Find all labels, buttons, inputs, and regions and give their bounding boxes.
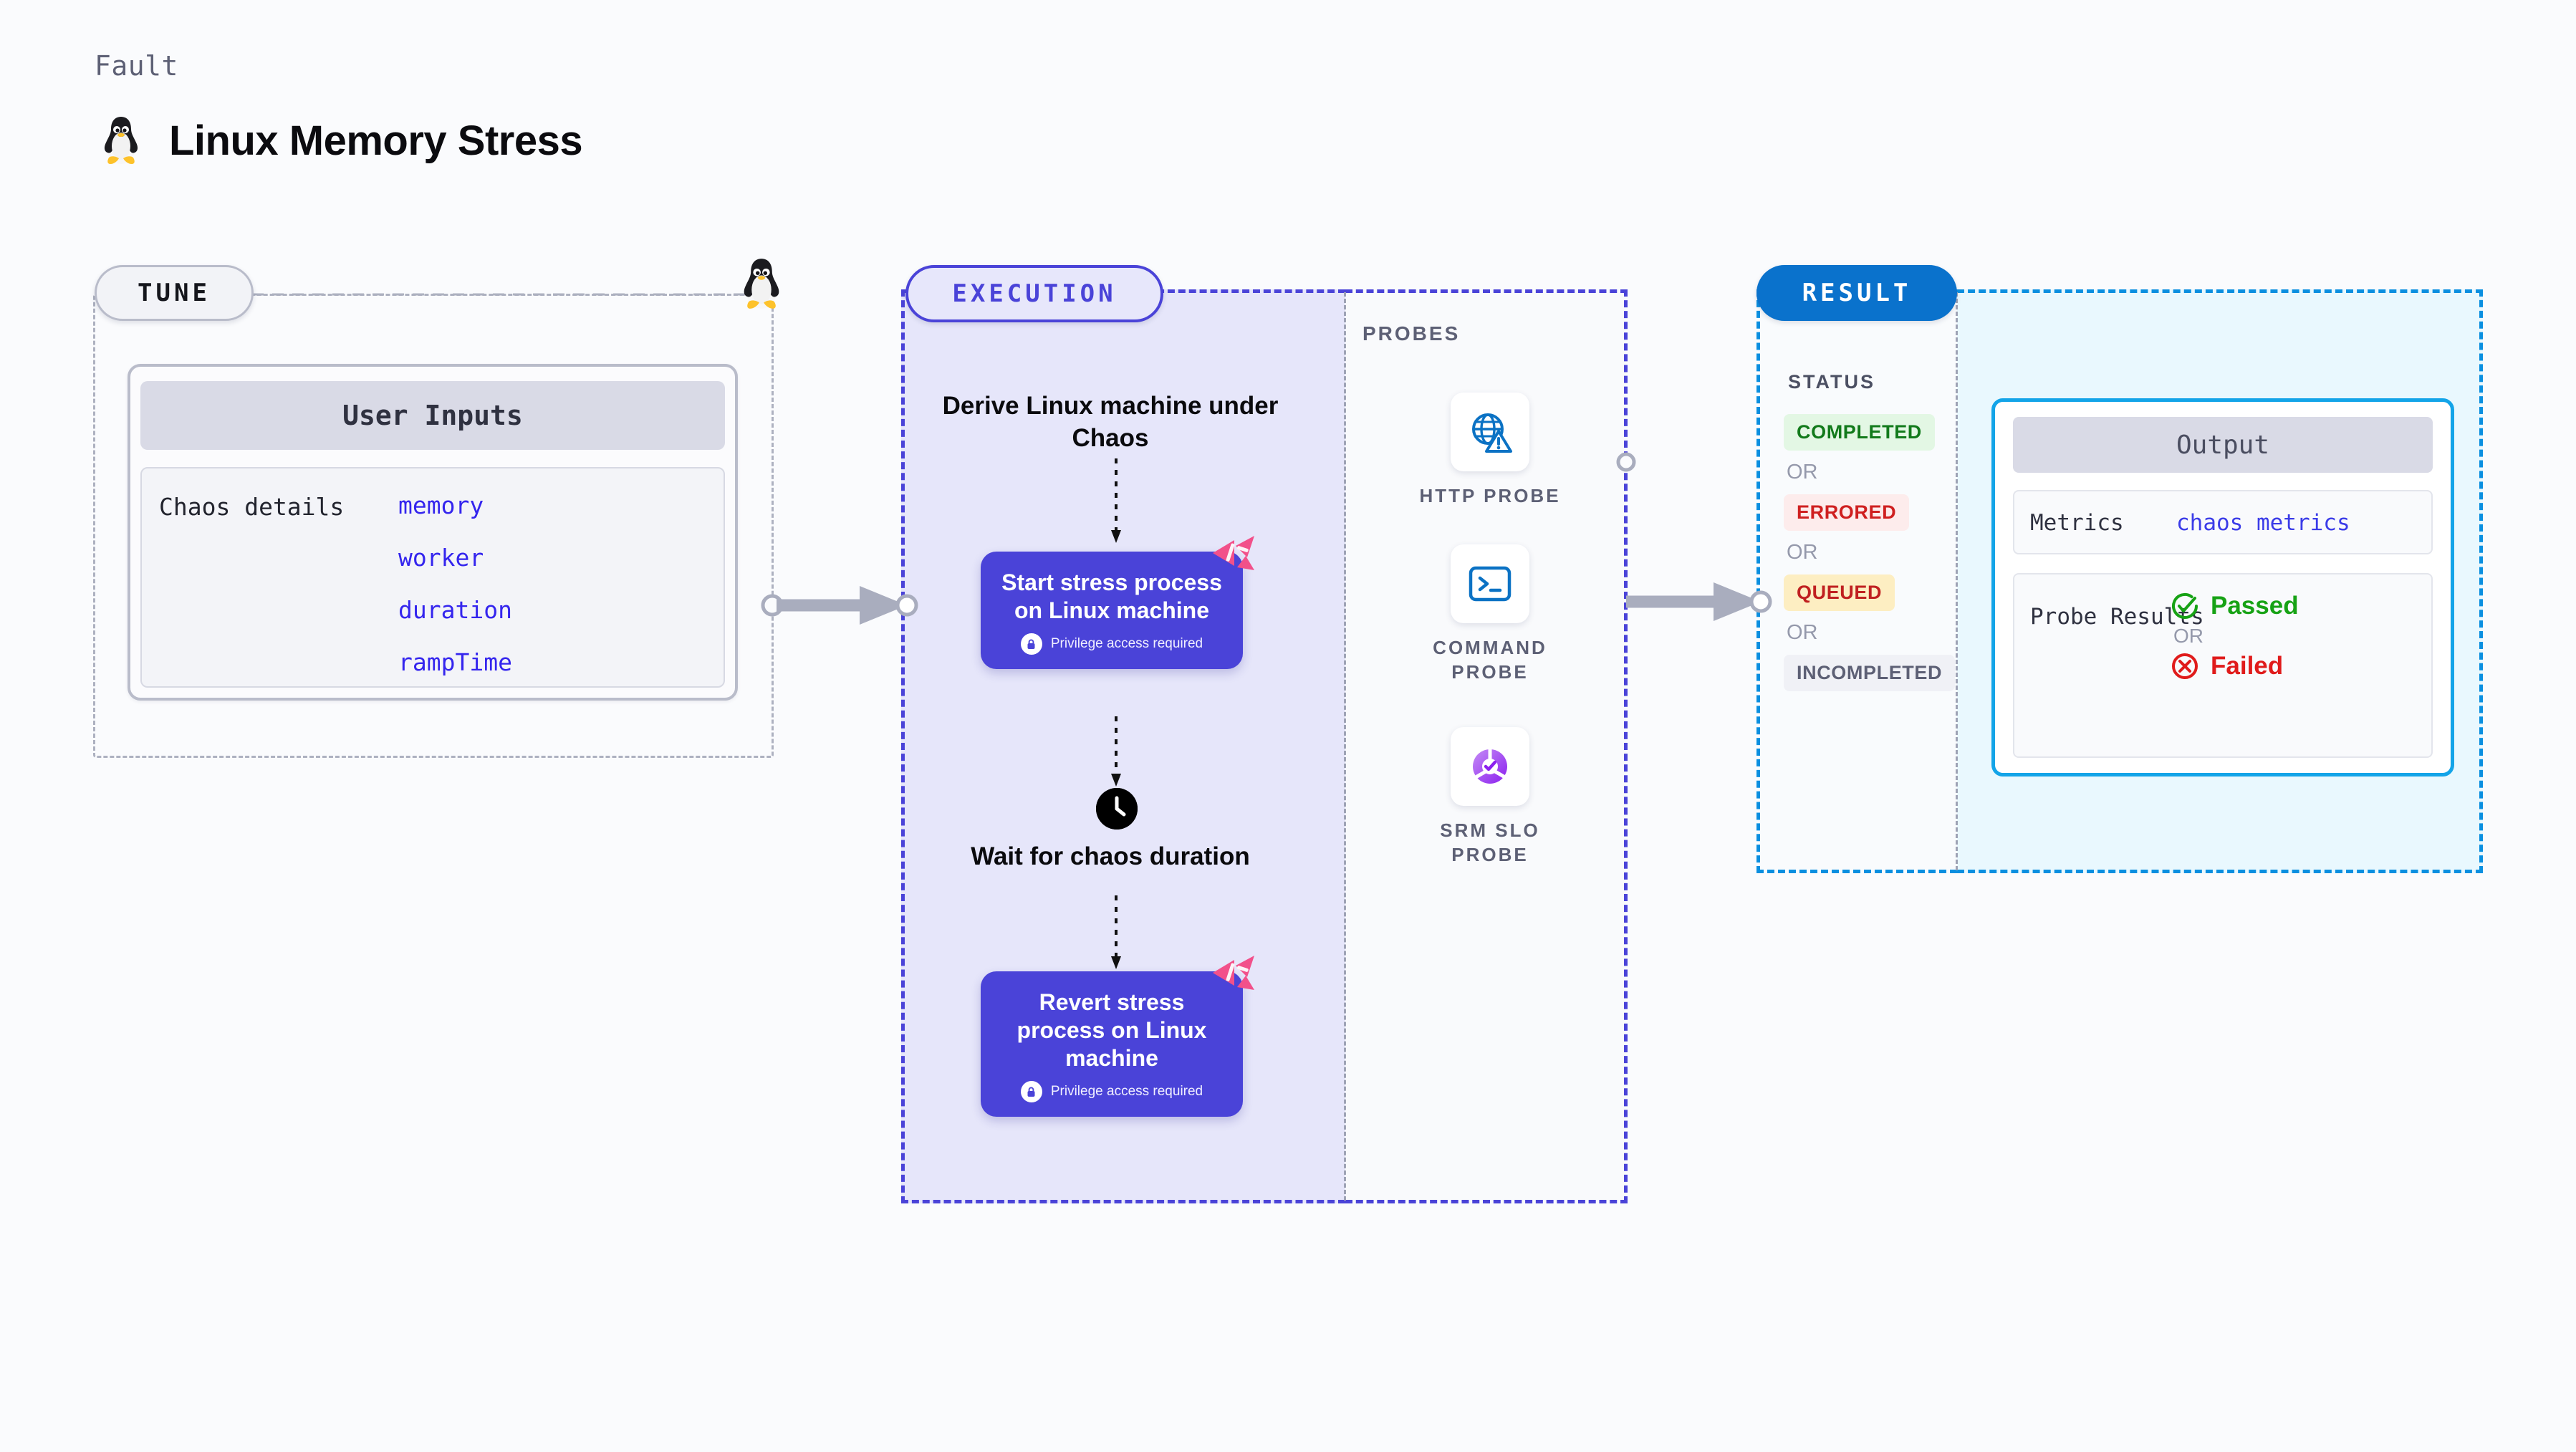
execution-step-derive-title: Derive Linux machine under Chaos bbox=[942, 392, 1279, 452]
x-circle-icon bbox=[2171, 652, 2199, 681]
execution-card-start-stress[interactable]: Start stress process on Linux machine Pr… bbox=[981, 536, 1254, 670]
probe-item-command[interactable]: COMMAND PROBE bbox=[1408, 544, 1572, 685]
tune-dashed-connector bbox=[252, 293, 746, 296]
chaos-params-list: memory worker duration rampTime bbox=[398, 491, 512, 676]
execution-card-revert-privilege-row: Privilege access required bbox=[1020, 1081, 1203, 1103]
status-or-2: OR bbox=[1787, 541, 1818, 564]
slo-donut-check-icon bbox=[1451, 727, 1529, 806]
probe-item-command-label: COMMAND PROBE bbox=[1433, 637, 1547, 683]
status-list: COMPLETED OR ERRORED OR QUEUED OR INCOMP… bbox=[1784, 414, 1956, 691]
execution-to-result-arrow bbox=[1626, 582, 1772, 621]
flow-arrow-1 bbox=[1111, 458, 1121, 543]
harness-logo-icon bbox=[1211, 953, 1256, 993]
execution-card-start-privilege-row: Privilege access required bbox=[1020, 633, 1203, 655]
lock-icon bbox=[1020, 1081, 1042, 1103]
probe-result-failed-label: Failed bbox=[2211, 652, 2284, 680]
execution-card-start-privilege-text: Privilege access required bbox=[1050, 636, 1203, 652]
status-or-1: OR bbox=[1787, 461, 1818, 484]
tune-section-pill[interactable]: TUNE bbox=[95, 265, 254, 321]
output-header: Output bbox=[2013, 417, 2433, 473]
status-label: STATUS bbox=[1788, 371, 1875, 393]
status-badge-queued: QUEUED bbox=[1784, 574, 1895, 611]
metrics-row bbox=[2013, 490, 2433, 554]
probe-result-passed: Passed bbox=[2171, 592, 2299, 620]
probe-results-values: Passed OR Failed bbox=[2171, 592, 2299, 681]
status-badge-completed: COMPLETED bbox=[1784, 414, 1935, 451]
execution-step-wait-title: Wait for chaos duration bbox=[971, 842, 1250, 870]
chaos-param-memory: memory bbox=[398, 491, 484, 519]
page-title: Linux Memory Stress bbox=[169, 117, 583, 164]
metrics-value: chaos metrics bbox=[2176, 510, 2350, 536]
metrics-label: Metrics bbox=[2030, 510, 2124, 536]
probe-result-passed-label: Passed bbox=[2211, 592, 2299, 620]
page-kicker: Fault bbox=[95, 50, 178, 82]
lock-icon bbox=[1020, 633, 1042, 655]
execution-card-revert-privilege-text: Privilege access required bbox=[1050, 1084, 1203, 1100]
probe-item-http-label: HTTP PROBE bbox=[1419, 485, 1561, 506]
probe-result-failed: Failed bbox=[2171, 652, 2299, 681]
check-circle-icon bbox=[2171, 592, 2199, 620]
flow-arrow-3 bbox=[1111, 895, 1121, 969]
probe-result-or: OR bbox=[2173, 625, 2203, 647]
status-or-3: OR bbox=[1787, 621, 1818, 644]
chaos-param-ramptime: rampTime bbox=[398, 648, 512, 676]
chaos-param-worker: worker bbox=[398, 544, 484, 572]
chaos-param-duration: duration bbox=[398, 596, 512, 624]
harness-logo-icon bbox=[1211, 533, 1256, 573]
status-badge-incompleted: INCOMPLETED bbox=[1784, 655, 1956, 691]
user-inputs-header: User Inputs bbox=[140, 381, 725, 450]
tune-linux-tux-icon bbox=[739, 256, 784, 311]
probe-item-srm-slo-label: SRM SLO PROBE bbox=[1440, 819, 1540, 865]
execution-card-start-title: Start stress process on Linux machine bbox=[1001, 569, 1222, 624]
clock-icon bbox=[1096, 788, 1138, 830]
execution-card-revert-stress[interactable]: Revert stress process on Linux machine P… bbox=[981, 956, 1254, 1117]
flow-arrow-2 bbox=[1111, 716, 1121, 787]
globe-warning-icon bbox=[1451, 393, 1529, 471]
probe-item-srm-slo[interactable]: SRM SLO PROBE bbox=[1408, 727, 1572, 867]
chaos-details-label: Chaos details bbox=[159, 493, 345, 521]
execution-probes-divider bbox=[1344, 292, 1346, 1201]
status-badge-errored: ERRORED bbox=[1784, 494, 1910, 531]
execution-card-revert-title: Revert stress process on Linux machine bbox=[1017, 989, 1207, 1072]
probe-results-row bbox=[2013, 573, 2433, 758]
probes-label: PROBES bbox=[1363, 322, 1461, 345]
result-output-divider bbox=[1956, 292, 1958, 870]
tune-to-execution-arrow bbox=[761, 586, 918, 625]
result-section-pill[interactable]: RESULT bbox=[1756, 265, 1957, 321]
probe-item-http[interactable]: HTTP PROBE bbox=[1408, 393, 1572, 509]
linux-tux-icon bbox=[100, 115, 142, 166]
chaos-details-box bbox=[140, 467, 725, 688]
page-title-row: Linux Memory Stress bbox=[100, 115, 583, 166]
execution-section-pill[interactable]: EXECUTION bbox=[905, 265, 1163, 322]
probes-edge-node bbox=[1616, 452, 1636, 472]
terminal-icon bbox=[1451, 544, 1529, 623]
